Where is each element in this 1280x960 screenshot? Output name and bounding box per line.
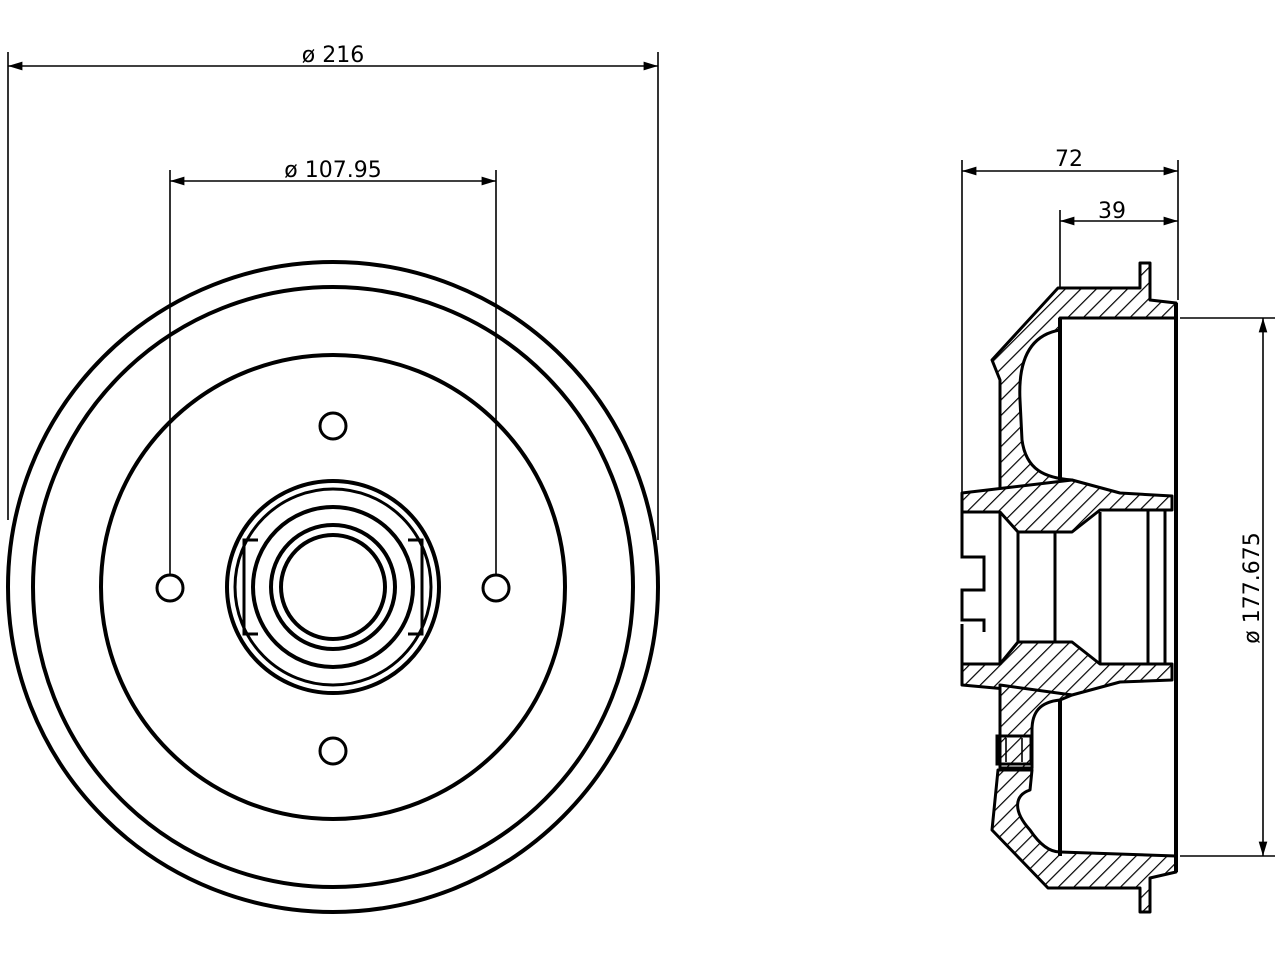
bearing-outer-circle xyxy=(269,523,397,651)
hub-bore xyxy=(960,510,1167,664)
dimension-outer-diameter: ø 216 xyxy=(7,43,659,540)
front-view: ø 216 ø 107.95 xyxy=(6,43,660,914)
dimension-hub-width: 39 xyxy=(1059,199,1178,288)
total-width-label: 72 xyxy=(1055,147,1083,172)
bolt-hole-top xyxy=(318,411,348,441)
vent-plug xyxy=(995,734,1033,766)
lower-hub-section xyxy=(960,640,1174,697)
rim-inner-circle xyxy=(31,285,635,889)
dimension-total-width: 72 xyxy=(961,147,1179,492)
lower-drum-rim-section xyxy=(990,768,1178,914)
drum-face-circle xyxy=(99,353,567,821)
bolt-circle-label: ø 107.95 xyxy=(284,158,381,183)
outer-diameter-label: ø 216 xyxy=(302,43,364,68)
side-section-view: 72 39 ø 177.675 xyxy=(960,147,1275,914)
upper-drum-section xyxy=(990,261,1178,494)
hub-outer-circle xyxy=(225,479,441,695)
upper-hub-section xyxy=(960,478,1174,534)
bore-circle xyxy=(279,533,387,641)
bolt-hole-bottom xyxy=(318,736,348,766)
hub-ring-circle xyxy=(251,505,415,669)
dimension-inner-diameter: ø 177.675 xyxy=(1180,317,1275,857)
bolt-hole-right xyxy=(481,573,511,603)
bolt-hole-left xyxy=(155,573,185,603)
dimension-bolt-circle: ø 107.95 xyxy=(169,158,497,575)
outer-rim-circle xyxy=(6,260,660,914)
hub-left-notch xyxy=(242,538,258,636)
hub-flange-circle xyxy=(233,487,433,687)
hub-right-notch xyxy=(408,538,424,636)
hub-width-label: 39 xyxy=(1098,199,1126,224)
hub xyxy=(225,479,441,695)
inner-diameter-label: ø 177.675 xyxy=(1240,532,1265,643)
